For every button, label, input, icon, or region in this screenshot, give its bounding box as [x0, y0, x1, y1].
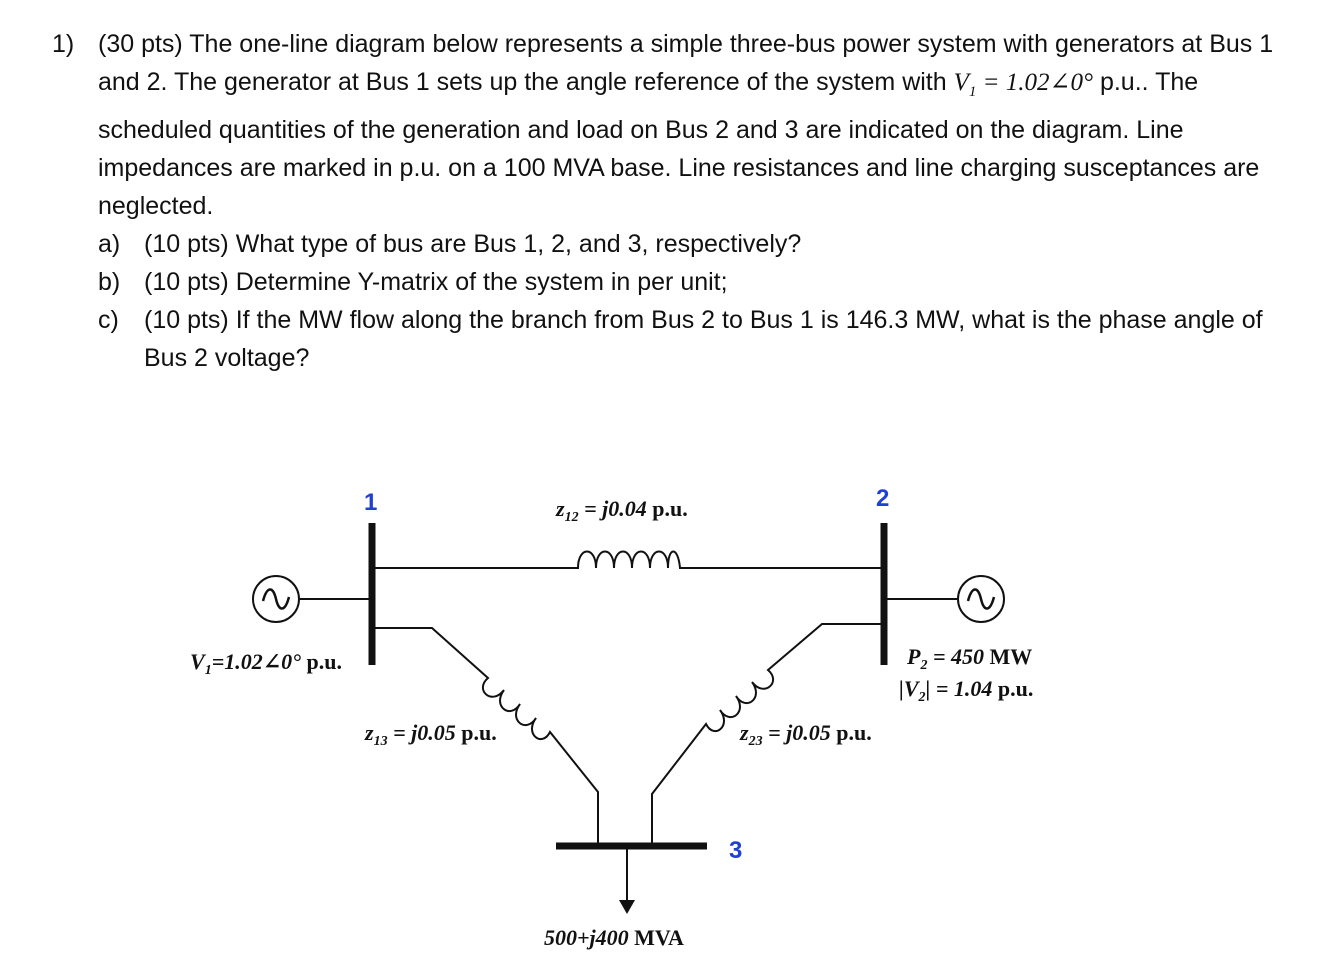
part-b-letter: b): [98, 268, 121, 296]
part-b: b) (10 pts) Determine Y-matrix of the sy…: [52, 263, 1302, 301]
z12-label: z12 = j0.04 p.u.: [555, 496, 688, 525]
v1-label: V1=1.02∠0° p.u.: [190, 649, 342, 678]
part-c-text: (10 pts) If the MW flow along the branch…: [144, 306, 1263, 372]
z13-unit: p.u.: [456, 720, 497, 745]
line-1-2-inductor: [372, 550, 884, 569]
v1-symbol: V: [953, 69, 969, 96]
v2-value: | = 1.04: [926, 676, 993, 701]
v2-subscript: 2: [918, 690, 926, 705]
part-a-text: (10 pts) What type of bus are Bus 1, 2, …: [144, 230, 802, 258]
problem-number: 1): [52, 30, 75, 58]
load-label: 500+j400 MVA: [544, 925, 684, 950]
v1-subscript: 1: [968, 84, 977, 100]
z13-value: = j0.05: [388, 720, 456, 745]
v1-label-value: =1.02∠0°: [212, 649, 301, 674]
line-1-3-inductor: [372, 627, 599, 846]
problem-text-2: p.u.. The scheduled quantities of the ge…: [98, 68, 1260, 220]
z23-value: = j0.05: [763, 720, 831, 745]
load-value: 500+j400: [544, 925, 629, 950]
bus-1-label: 1: [364, 489, 377, 516]
v1-label-subscript: 1: [205, 663, 212, 678]
z23-label: z23 = j0.05 p.u.: [739, 720, 872, 749]
p2-label: P2 = 450 MW: [906, 644, 1032, 673]
line-2-3-inductor: [651, 623, 884, 846]
part-c-letter: c): [98, 306, 119, 334]
z12-unit: p.u.: [647, 496, 688, 521]
z23-unit: p.u.: [831, 720, 872, 745]
p2-value: = 450: [927, 644, 984, 669]
bus-2-label: 2: [876, 485, 889, 512]
z12-symbol: z: [555, 496, 565, 521]
problem-body: (30 pts) The one-line diagram below repr…: [98, 25, 1302, 225]
problem-points: (30 pts): [98, 30, 183, 58]
v2-label: |V2| = 1.04 p.u.: [899, 676, 1033, 705]
v1-value: = 1.02∠0°: [976, 69, 1093, 96]
v1-label-symbol: V: [190, 649, 207, 674]
v1-expression: V1 = 1.02∠0°: [953, 69, 1093, 100]
part-a: a) (10 pts) What type of bus are Bus 1, …: [52, 225, 1302, 263]
z23-symbol: z: [739, 720, 749, 745]
z12-subscript: 12: [565, 510, 579, 525]
z12-value: = j0.04: [579, 496, 647, 521]
bus-3-label: 3: [729, 837, 742, 864]
generator-2-sine: [966, 588, 996, 610]
v2-unit: p.u.: [992, 676, 1033, 701]
part-b-text: (10 pts) Determine Y-matrix of the syste…: [144, 268, 728, 296]
p2-symbol: P: [906, 644, 921, 669]
load-unit: MVA: [629, 925, 684, 950]
part-a-letter: a): [98, 230, 121, 258]
load-arrow-icon: [619, 900, 635, 914]
v2-prefix: |V: [899, 676, 921, 701]
z13-symbol: z: [364, 720, 374, 745]
p2-subscript: 2: [919, 658, 927, 673]
problem-main: 1) (30 pts) The one-line diagram below r…: [52, 25, 1302, 225]
part-c: c) (10 pts) If the MW flow along the bra…: [52, 301, 1302, 377]
v1-label-unit: p.u.: [301, 649, 342, 674]
problem-statement: 1) (30 pts) The one-line diagram below r…: [52, 25, 1302, 377]
generator-1-sine: [261, 588, 291, 610]
p2-unit: MW: [984, 644, 1032, 669]
problem-text-1: The one-line diagram below represents a …: [98, 30, 1274, 96]
z13-label: z13 = j0.05 p.u.: [364, 720, 497, 749]
z13-subscript: 13: [374, 734, 388, 749]
z23-subscript: 23: [748, 734, 763, 749]
